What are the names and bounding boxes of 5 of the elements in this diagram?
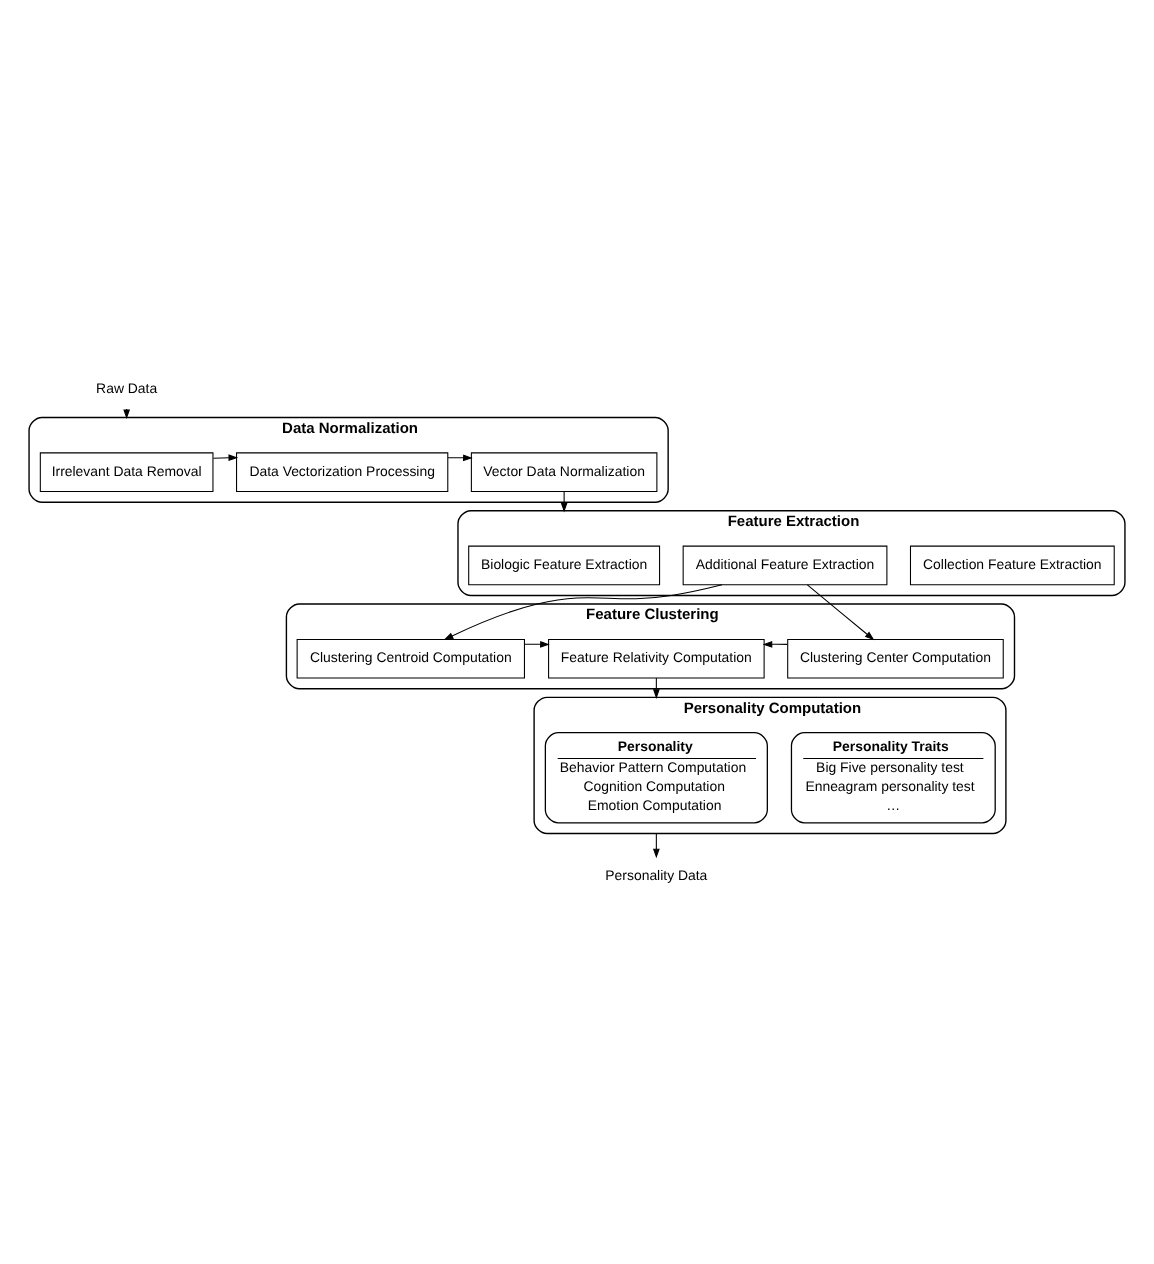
arrow [212, 453, 239, 461]
arrow [560, 490, 568, 512]
arrow [523, 639, 550, 647]
arrow [806, 583, 875, 640]
arrow [652, 676, 660, 698]
